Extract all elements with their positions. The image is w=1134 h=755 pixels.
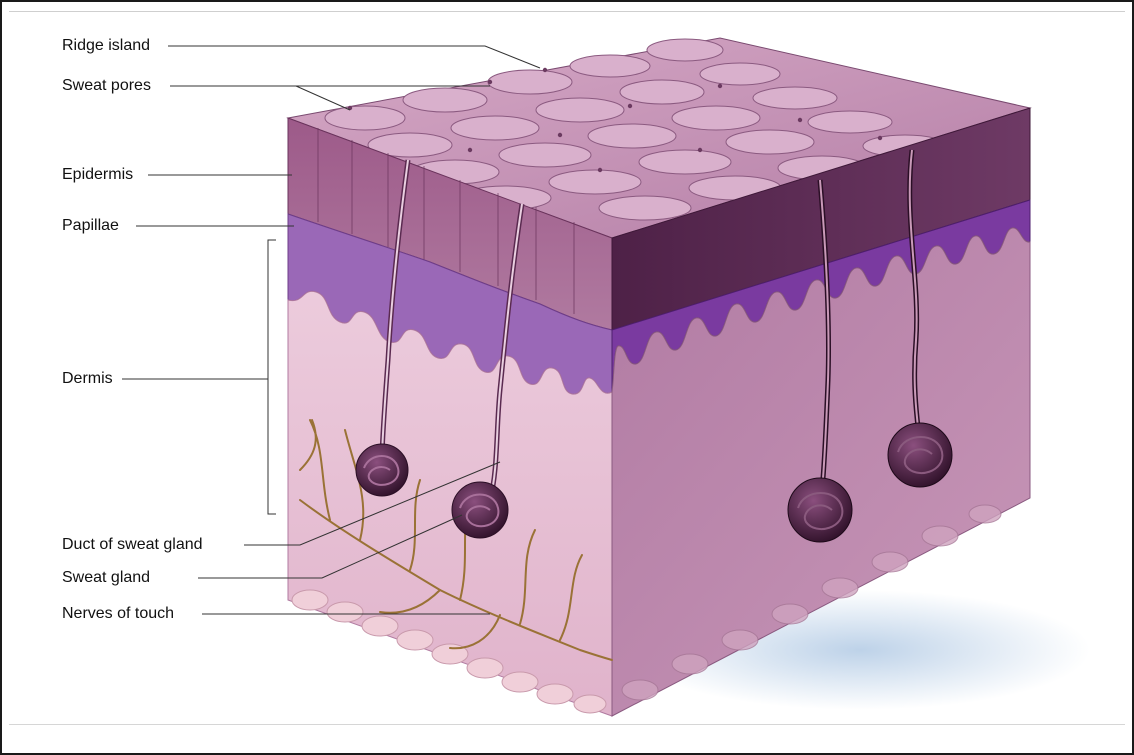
label-sweat-gland: Sweat gland <box>62 569 150 587</box>
label-duct-of-sweat-gland: Duct of sweat gland <box>62 536 203 554</box>
label-sweat-pores: Sweat pores <box>62 77 151 95</box>
label-papillae: Papillae <box>62 217 119 235</box>
label-nerves-of-touch: Nerves of touch <box>62 605 174 623</box>
leader-ridge-island <box>168 46 540 68</box>
leader-sweat-pores-2 <box>296 86 350 110</box>
label-dermis: Dermis <box>62 370 113 388</box>
label-epidermis: Epidermis <box>62 166 133 184</box>
dermis-bracket <box>268 240 276 514</box>
label-ridge-island: Ridge island <box>62 37 150 55</box>
